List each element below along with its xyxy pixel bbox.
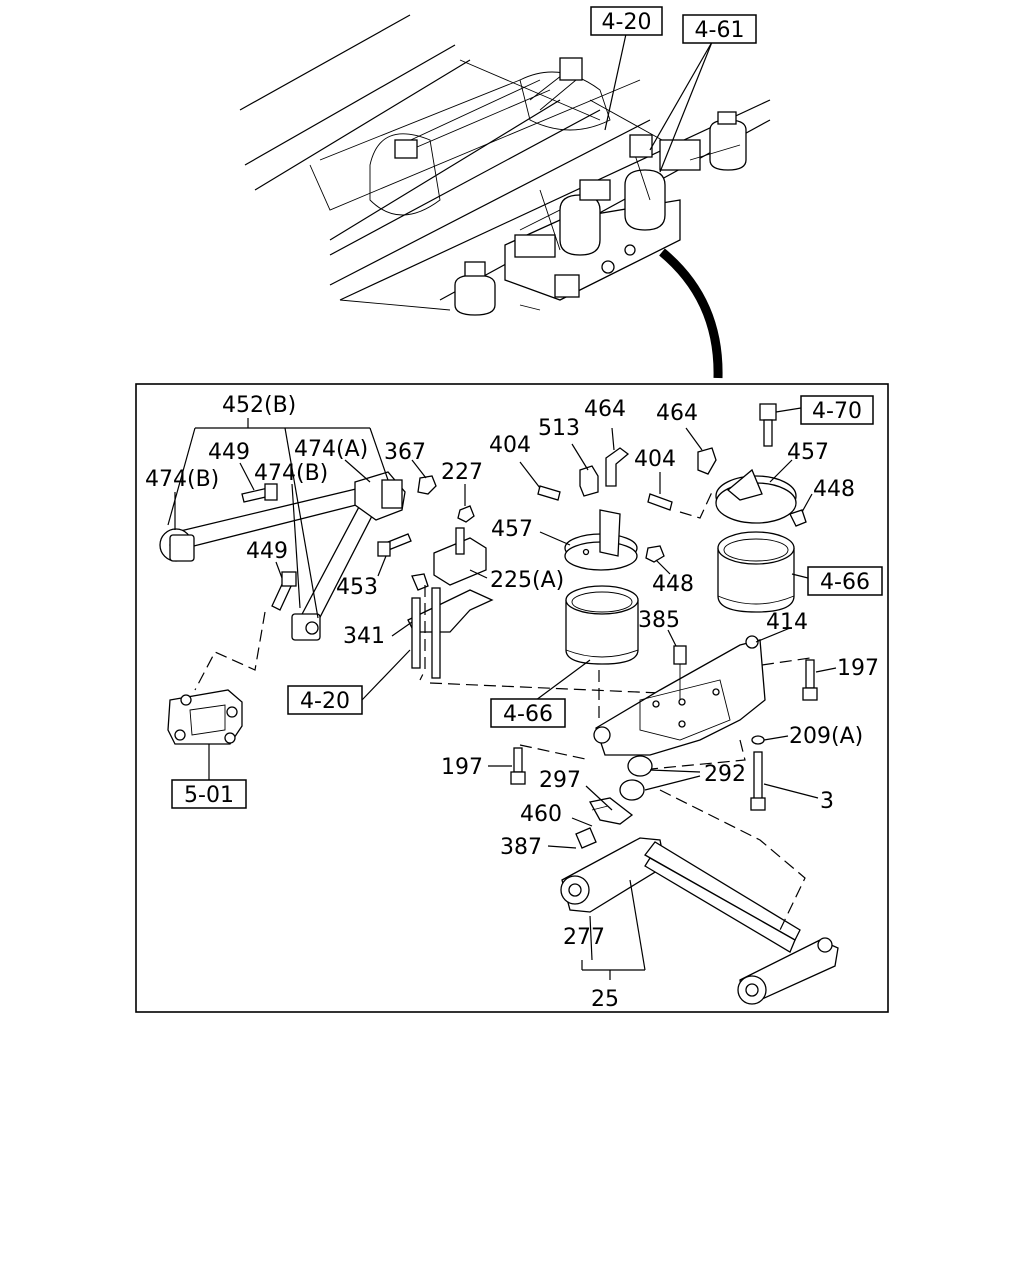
- label-385: 385: [638, 608, 680, 633]
- label-464-right: 464: [656, 401, 698, 426]
- bump-stop-bracket: [407, 505, 661, 694]
- leader-lines: [167, 407, 837, 980]
- ref-label-4-66-right: 4-66: [820, 570, 870, 595]
- label-297: 297: [539, 768, 581, 793]
- axle-beam-25: [560, 789, 839, 1005]
- label-513: 513: [538, 416, 580, 441]
- ref-box-4-70: [800, 395, 874, 425]
- ref-box-4-20-detail: [287, 685, 363, 715]
- label-404-left: 404: [489, 433, 531, 458]
- ref-label-4-61: 4-61: [695, 18, 745, 43]
- label-457-left: 457: [491, 517, 533, 542]
- label-197-left: 197: [441, 755, 483, 780]
- label-457-right: 457: [787, 440, 829, 465]
- label-227: 227: [441, 460, 483, 485]
- label-449-top: 449: [208, 440, 250, 465]
- torque-rod-assembly: [159, 471, 437, 641]
- ref-box-4-66-right: [807, 566, 883, 596]
- ref-box-5-01: [171, 779, 247, 809]
- ref-box-4-20-top: [590, 6, 663, 36]
- label-277: 277: [563, 925, 605, 950]
- label-414: 414: [766, 610, 808, 635]
- ref-label-5-01: 5-01: [184, 783, 234, 808]
- label-474a: 474(A): [294, 437, 368, 462]
- label-197-right: 197: [837, 656, 879, 681]
- label-464-left: 464: [584, 397, 626, 422]
- label-460: 460: [520, 802, 562, 827]
- ref-label-4-20-detail: 4-20: [300, 689, 350, 714]
- label-448-right: 448: [813, 477, 855, 502]
- label-448-left: 448: [652, 572, 694, 597]
- label-474b-mid: 474(B): [254, 461, 328, 486]
- bushing-set: [575, 755, 653, 849]
- label-474b-left: 474(B): [145, 467, 219, 492]
- ref-label-4-20-top: 4-20: [602, 10, 652, 35]
- label-3: 3: [820, 789, 834, 814]
- label-367: 367: [384, 440, 426, 465]
- label-453: 453: [336, 575, 378, 600]
- air-bag-right: [647, 403, 807, 613]
- label-404-right: 404: [634, 447, 676, 472]
- label-341: 341: [343, 624, 385, 649]
- ref-label-4-70: 4-70: [812, 399, 862, 424]
- label-387: 387: [500, 835, 542, 860]
- label-449-lower: 449: [246, 539, 288, 564]
- detail-frame: [135, 383, 889, 1013]
- ref-box-4-66-left: [490, 698, 566, 728]
- ref-label-4-66-left: 4-66: [503, 702, 553, 727]
- label-25: 25: [591, 987, 619, 1012]
- label-209a: 209(A): [789, 724, 863, 749]
- label-292: 292: [704, 762, 746, 787]
- chassis-overview: [239, 14, 771, 316]
- beam-bracket-414: [510, 635, 818, 811]
- label-452b: 452(B): [222, 393, 296, 418]
- ref-box-4-61: [682, 14, 757, 44]
- label-225a: 225(A): [490, 568, 564, 593]
- axle-bracket-5-01: [167, 689, 243, 745]
- air-bag-left: [537, 447, 665, 665]
